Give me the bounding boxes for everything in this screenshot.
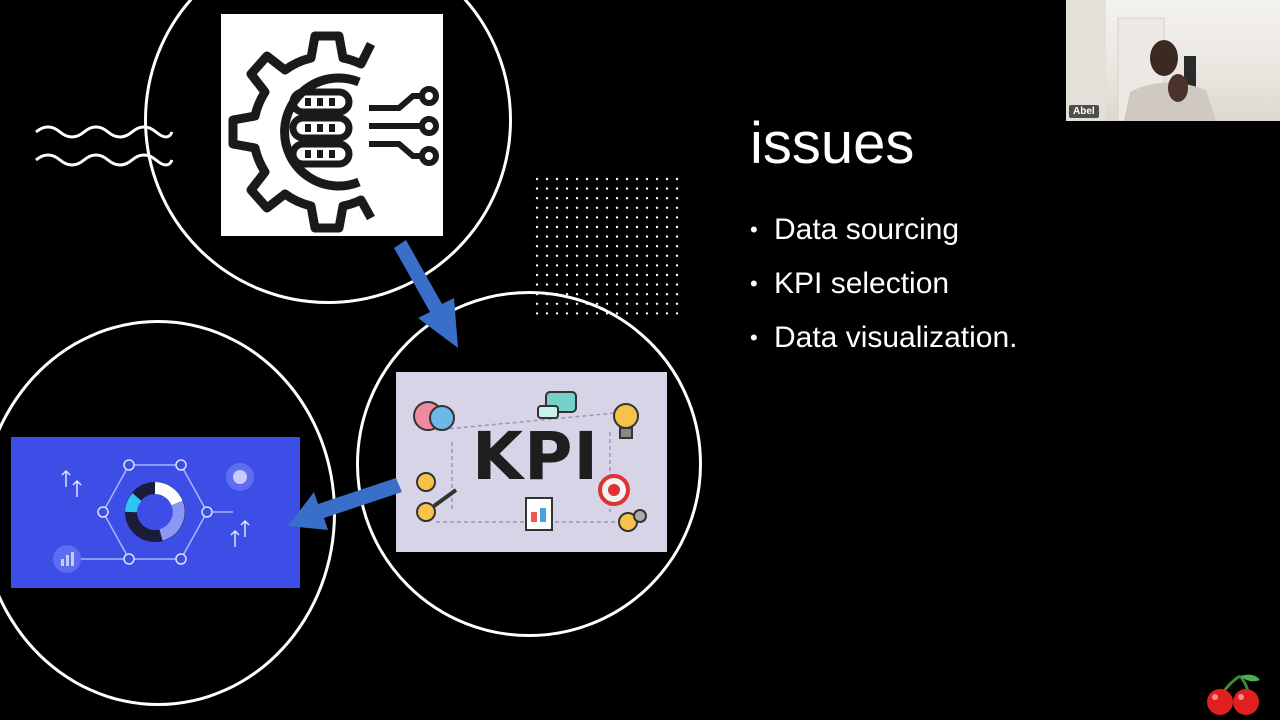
bullet-glyph: •	[750, 271, 758, 296]
bullet-text: Data visualization.	[774, 321, 1018, 354]
gear-database-card	[221, 14, 443, 236]
bullet-text: KPI selection	[774, 267, 950, 300]
dot-grid-decoration	[535, 177, 679, 315]
arrow-icon-left	[288, 478, 402, 530]
small-pie-icon	[226, 463, 254, 491]
data-dashboard-illustration	[11, 437, 300, 588]
bar-chart-icon	[53, 545, 81, 573]
gears-icon	[618, 509, 647, 532]
bullet-text: Data sourcing	[774, 213, 960, 246]
key-icon	[416, 488, 458, 522]
brain-icon	[413, 401, 455, 431]
participant-video	[1066, 0, 1216, 121]
bullet-item: • Data visualization.	[750, 316, 1017, 370]
report-icon	[525, 497, 553, 531]
participant-name-label: Abel	[1069, 105, 1099, 118]
kpi-label: KPI	[472, 418, 600, 495]
data-hexagon-graphic	[53, 459, 254, 573]
chat-bubble-icon	[537, 391, 577, 419]
webcam-video-tile[interactable]: Abel	[1066, 0, 1280, 121]
slide-title: issues	[750, 111, 915, 176]
up-arrows-icon	[61, 469, 250, 547]
kpi-illustration: KPI	[396, 372, 667, 552]
bullet-item: • Data sourcing	[750, 208, 1017, 262]
bullet-item: • KPI selection	[750, 262, 1017, 316]
target-icon	[598, 474, 630, 506]
bullet-glyph: •	[750, 217, 758, 242]
small-gear-icon	[416, 472, 436, 492]
cherry-logo-icon	[1207, 674, 1260, 715]
bullet-list: • Data sourcing • KPI selection • Data visu…	[750, 208, 1017, 370]
donut-chart-icon	[125, 482, 185, 542]
kpi-decoration-icons	[413, 391, 647, 532]
arrow-icon	[394, 240, 458, 348]
lightbulb-icon	[613, 403, 639, 439]
bullet-glyph: •	[750, 325, 758, 350]
gear-database-icon	[228, 31, 439, 233]
circle-outline-right	[356, 291, 702, 637]
